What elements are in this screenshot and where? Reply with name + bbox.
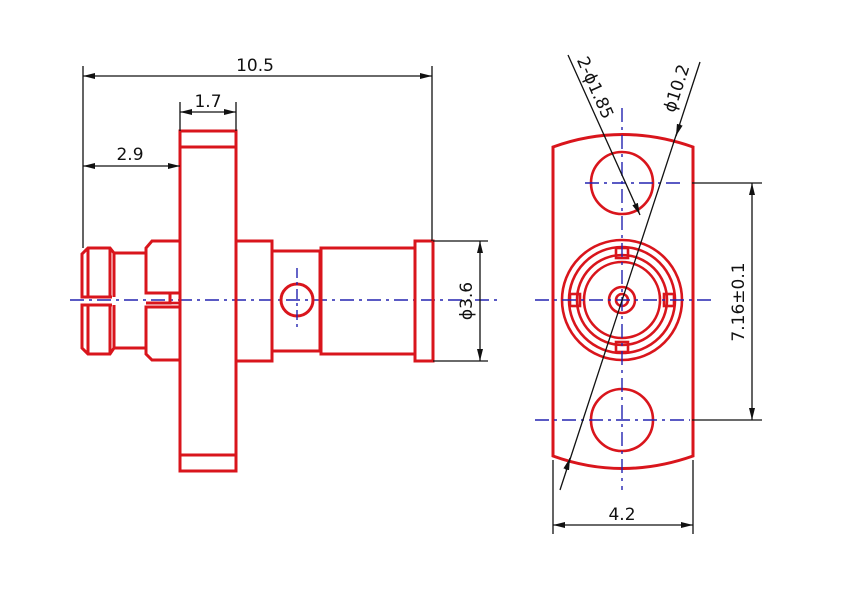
flange-thickness-label: 1.7 <box>194 92 221 112</box>
hole-spacing-label: 7.16±0.1 <box>729 262 749 341</box>
dim-front-to-flange: 2.9 <box>83 145 180 169</box>
dim-flange-width: 4.2 <box>552 460 694 534</box>
rear-diameter-label: ϕ3.6 <box>457 282 477 320</box>
flange-diameter-label: ϕ10.2 <box>660 62 694 115</box>
flange-body <box>178 129 238 473</box>
dim-flange-diameter: ϕ10.2 <box>559 61 701 491</box>
front-view: 2-ϕ1.85 ϕ10.2 7.16±0.1 4.2 <box>535 54 762 534</box>
dim-overall-length: 10.5 <box>82 56 433 248</box>
side-view: 10.5 1.7 2.9 ϕ3.6 <box>70 56 500 473</box>
flange-width-label: 4.2 <box>608 505 635 525</box>
dim-rear-diameter: ϕ3.6 <box>433 240 488 362</box>
dim-flange-thickness: 1.7 <box>179 92 237 131</box>
rear-body <box>234 239 435 363</box>
flange-outline <box>551 133 695 470</box>
dim-hole-spacing: 7.16±0.1 <box>692 182 762 421</box>
overall-length-label: 10.5 <box>236 56 274 76</box>
front-plug <box>80 239 182 362</box>
mount-hole-label: 2-ϕ1.85 <box>572 54 617 122</box>
front-to-flange-label: 2.9 <box>116 145 143 165</box>
